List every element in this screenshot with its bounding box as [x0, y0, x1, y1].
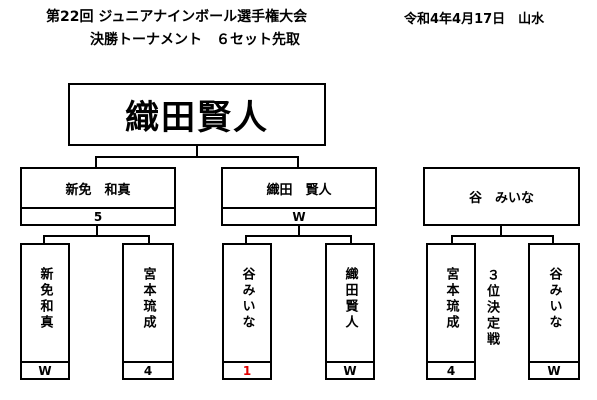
player-score-box: 4: [122, 361, 174, 380]
tournament-subtitle: 決勝トーナメント ６セット先取: [90, 32, 300, 48]
semifinal-box-right: 織田 賢人: [221, 167, 377, 209]
champion-box: 織田賢人: [68, 83, 326, 146]
player-box: 宮本琉成: [426, 243, 476, 363]
connector: [245, 235, 247, 244]
connector: [96, 226, 98, 236]
third-place-label: ３位決定戦: [484, 268, 499, 348]
player-score-box: W: [20, 361, 70, 380]
player-score-box: W: [325, 361, 375, 380]
connector: [451, 235, 453, 244]
connector: [298, 226, 300, 236]
semifinal-box-left: 新免 和真: [20, 167, 176, 209]
player-name: 谷みいな: [239, 267, 255, 331]
player-score: 1: [242, 363, 252, 378]
semifinal-result-right: W: [221, 207, 377, 226]
player-score-box: 4: [426, 361, 476, 380]
player-score-box: W: [528, 361, 580, 380]
connector: [196, 146, 198, 157]
connector: [500, 226, 502, 236]
third-place-winner-name: 谷 みいな: [468, 191, 534, 206]
date-place: 令和4年4月17日 山水: [404, 12, 545, 27]
connector: [95, 156, 97, 168]
connector: [245, 235, 352, 237]
player-score-box: 1: [222, 361, 272, 380]
semifinal-result: 5: [93, 209, 103, 224]
player-box: 谷みいな: [528, 243, 580, 363]
connector: [451, 235, 554, 237]
connector: [552, 235, 554, 244]
semifinal-result-left: 5: [20, 207, 176, 226]
connector: [43, 235, 150, 237]
player-score: W: [343, 363, 357, 378]
connector: [350, 235, 352, 244]
player-box: 新免和真: [20, 243, 70, 363]
player-score: 4: [446, 363, 456, 378]
player-score: 4: [143, 363, 153, 378]
connector: [43, 235, 45, 244]
connector: [297, 156, 299, 168]
tournament-title: 第22回 ジュニアナインボール選手権大会: [46, 9, 308, 25]
connector: [148, 235, 150, 244]
semifinal-result: W: [292, 209, 306, 224]
connector: [95, 156, 298, 158]
semifinal-name: 新免 和真: [65, 182, 131, 198]
player-box: 宮本琉成: [122, 243, 174, 363]
player-box: 谷みいな: [222, 243, 272, 363]
champion-name: 織田賢人: [125, 98, 269, 138]
player-score: W: [547, 363, 561, 378]
player-name: 宮本琉成: [140, 267, 156, 331]
player-box: 織田賢人: [325, 243, 375, 363]
player-name: 谷みいな: [546, 267, 562, 331]
third-place-winner-box: 谷 みいな: [423, 167, 580, 226]
player-name: 織田賢人: [342, 267, 358, 331]
player-score: W: [38, 363, 52, 378]
semifinal-name: 織田 賢人: [266, 182, 332, 198]
player-name: 新免和真: [37, 267, 53, 331]
player-name: 宮本琉成: [443, 267, 459, 331]
